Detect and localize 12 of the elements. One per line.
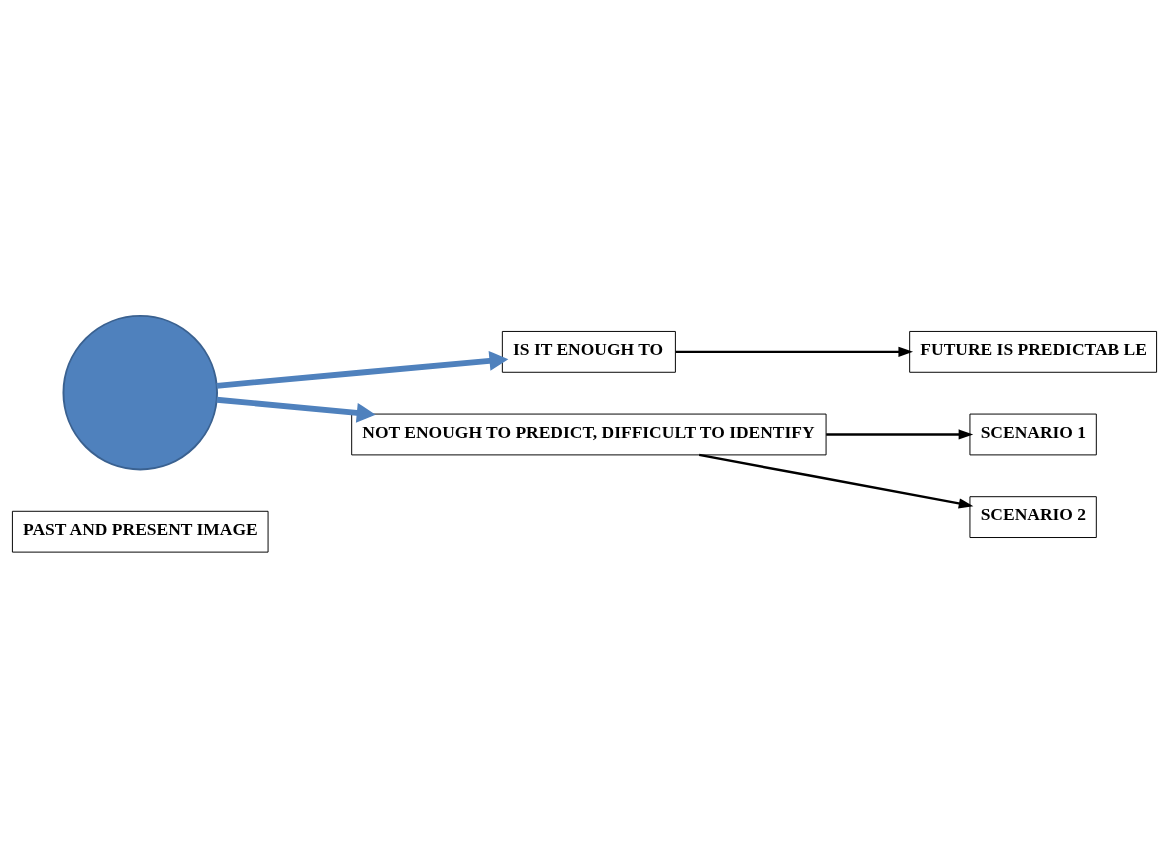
arrow: [698, 453, 974, 508]
arrow: [216, 396, 376, 423]
node-box: SCENARIO 2: [969, 495, 1097, 538]
node-box: FUTURE IS PREDICTAB LE: [909, 330, 1158, 373]
node-box: PAST AND PRESENT IMAGE: [11, 510, 269, 553]
arrow: [826, 428, 974, 440]
node-box: SCENARIO 1: [969, 413, 1097, 455]
node-box: NOT ENOUGH TO PREDICT, DIFFICULT TO IDENTIFY: [351, 413, 827, 455]
arrow: [675, 346, 914, 357]
arrow: [216, 350, 509, 389]
node-circle: [62, 314, 218, 470]
node-box: IS IT ENOUGH TO: [501, 330, 676, 373]
